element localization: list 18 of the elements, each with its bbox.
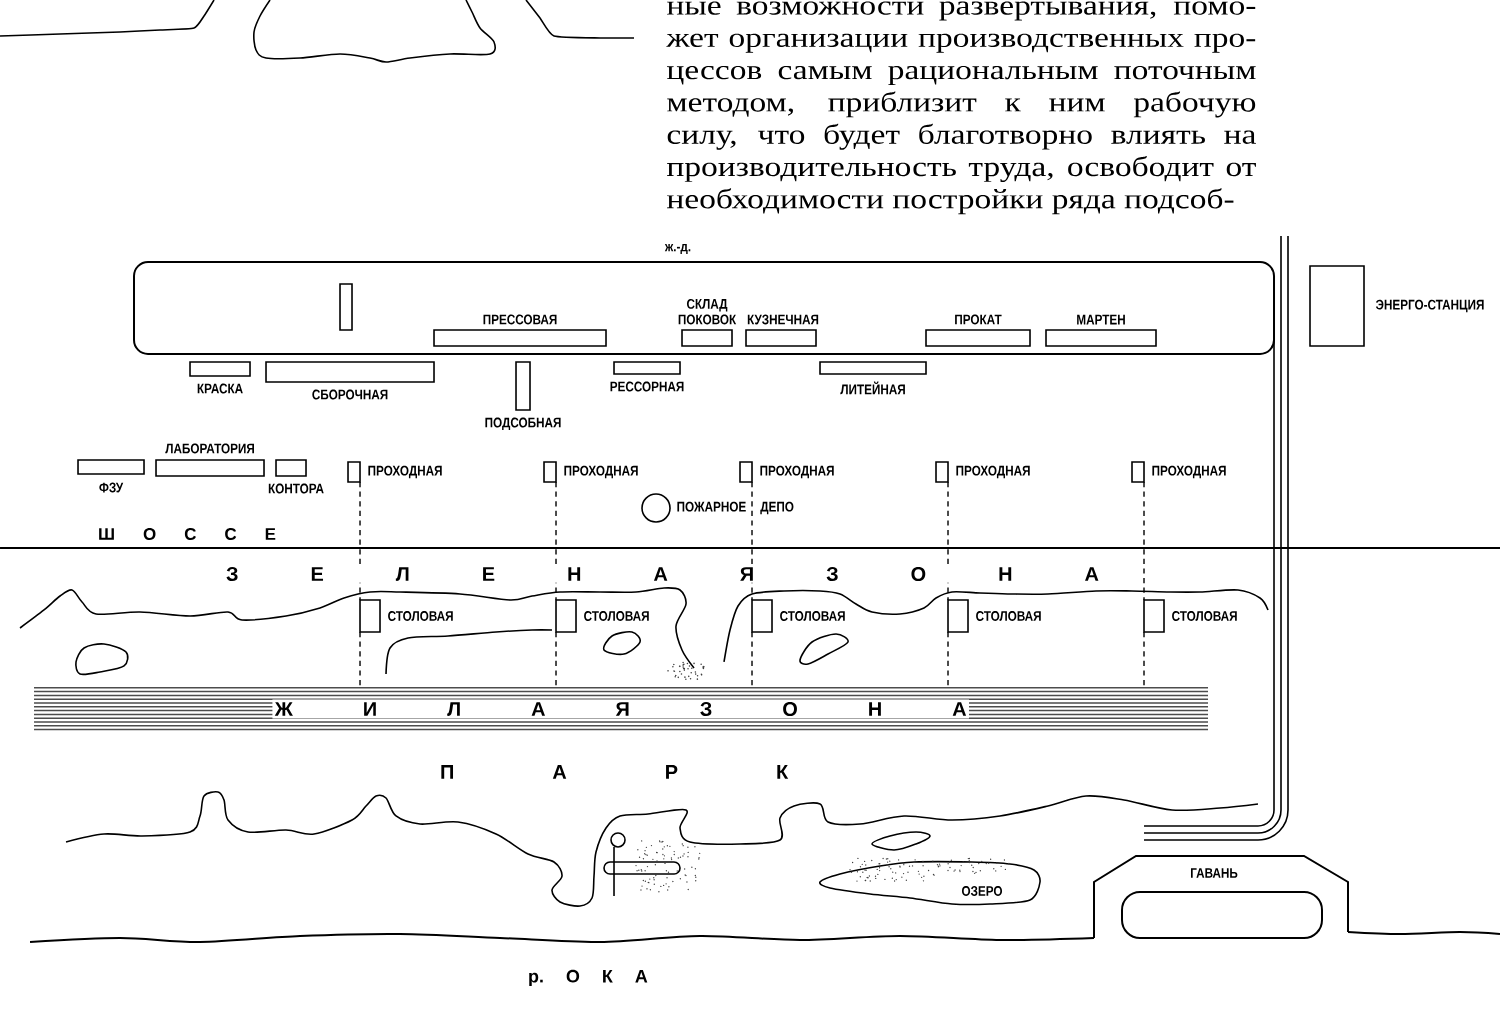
dashed-line [751,481,753,601]
zone-band: Ж И Л А Я З О Н А [33,687,1209,731]
body-text: ные возможности развертывания, помо- жет организации производственных про- цессов самым рациональным поточным методом, приблизит к ним рабочую силу, что будет благотворно влиять на производительность труда, освободит от необходимости постройки ряда подсоб- [666,1,1256,215]
dashed-line [947,631,949,687]
dashed-line [555,481,557,601]
dashed-line [359,481,361,601]
dashed-line [947,481,949,601]
dashed-line [751,631,753,687]
river-label: р. О К А [529,969,648,987]
zone-label: З Е Л Е Н А Я З О Н А [224,565,1101,583]
dashed-line [555,631,557,687]
zone-label: П А Р К [441,765,789,779]
dashed-line [1143,481,1145,601]
dashed-line [359,631,361,687]
dashed-line [1143,631,1145,687]
road-label: Ш О С С Е [99,528,276,540]
factory-outline [133,261,1275,355]
building-outline [339,283,353,331]
